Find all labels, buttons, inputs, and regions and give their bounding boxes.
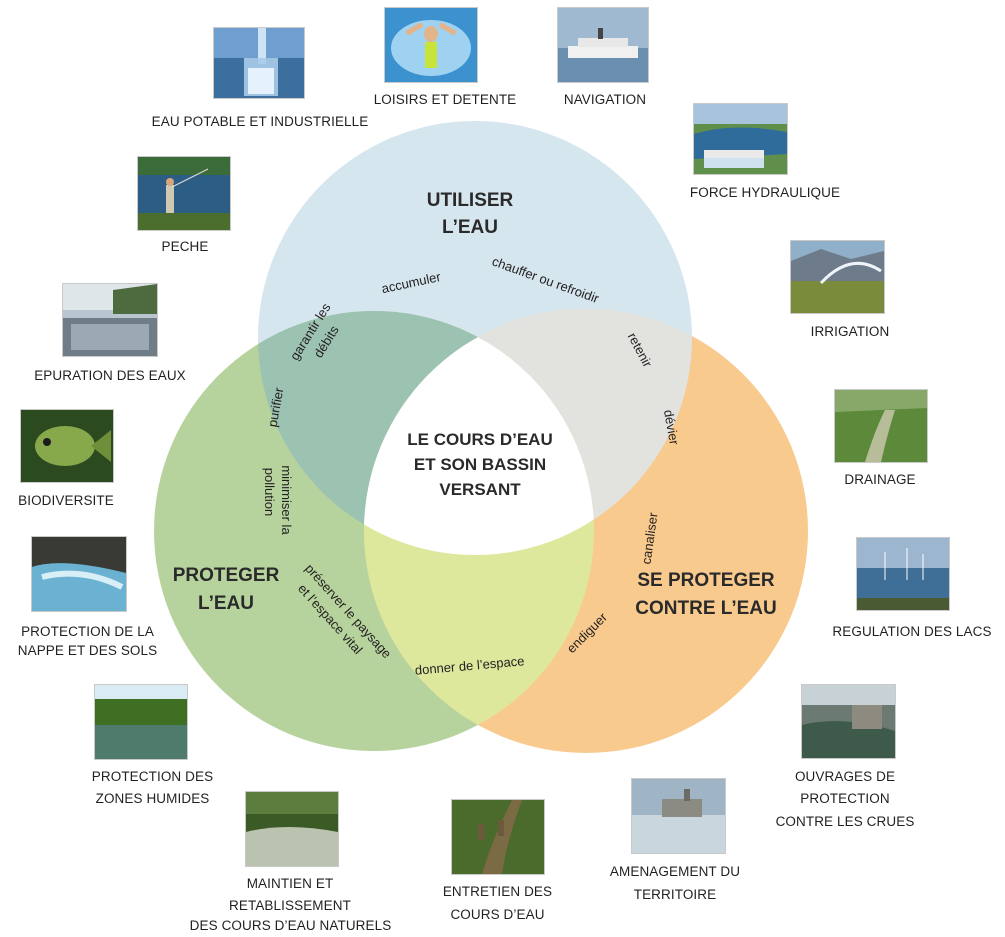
photo-wetland bbox=[94, 684, 188, 760]
photo-drainage bbox=[834, 389, 928, 463]
photo-dam bbox=[693, 103, 788, 175]
photo-territory bbox=[631, 778, 726, 854]
label-drainage: DRAINAGE bbox=[844, 472, 916, 487]
label-zones-2: ZONES HUMIDES bbox=[95, 791, 210, 806]
label-ouvrages-2: PROTECTION bbox=[800, 791, 890, 806]
label-entretien-2: COURS D’EAU bbox=[450, 907, 545, 922]
label-amenagement-2: TERRITOIRE bbox=[633, 887, 717, 902]
verb-purifier: purifier bbox=[265, 386, 287, 428]
label-maintien-3: DES COURS D’EAU NATURELS bbox=[189, 918, 392, 933]
verb-devier: dévier bbox=[661, 408, 682, 446]
verb-minimiser-2: pollution bbox=[262, 468, 277, 516]
center-line-2: ET SON BASSIN bbox=[414, 455, 546, 474]
title-se-proteger-2: CONTRE L’EAU bbox=[635, 598, 776, 619]
photo-fishing bbox=[137, 156, 231, 231]
photo-boat bbox=[557, 7, 649, 83]
label-amenagement-1: AMENAGEMENT DU bbox=[609, 864, 741, 879]
label-eau-potable: EAU POTABLE ET INDUSTRIELLE bbox=[151, 114, 369, 129]
title-utiliser-2: L’EAU bbox=[442, 217, 498, 238]
label-navigation: NAVIGATION bbox=[563, 92, 647, 107]
verb-canaliser: canaliser bbox=[638, 511, 660, 565]
title-proteger-1: PROTEGER bbox=[173, 565, 280, 586]
label-ouvrages-3: CONTRE LES CRUES bbox=[775, 814, 915, 829]
label-nappe-2: NAPPE ET DES SOLS bbox=[17, 643, 158, 658]
label-zones-1: PROTECTION DES bbox=[91, 769, 214, 784]
label-peche: PECHE bbox=[161, 239, 209, 254]
label-epuration: EPURATION DES EAUX bbox=[34, 368, 186, 383]
label-maintien-2: RETABLISSEMENT bbox=[229, 898, 351, 913]
label-entretien-1: ENTRETIEN DES bbox=[442, 884, 553, 899]
center-line-1: LE COURS D’EAU bbox=[407, 430, 552, 449]
label-irrigation: IRRIGATION bbox=[810, 324, 890, 339]
photo-swimmer bbox=[384, 7, 478, 83]
photo-irrigation bbox=[790, 240, 885, 314]
verb-minimiser-1: minimiser la bbox=[279, 465, 294, 535]
label-biodiversite: BIODIVERSITE bbox=[18, 493, 114, 508]
label-loisirs: LOISIRS ET DETENTE bbox=[373, 92, 517, 107]
center-line-3: VERSANT bbox=[439, 480, 521, 499]
photo-fish bbox=[20, 409, 114, 483]
label-maintien-1: MAINTIEN ET bbox=[246, 876, 334, 891]
title-utiliser-1: UTILISER bbox=[427, 190, 514, 211]
photo-lake bbox=[856, 537, 950, 611]
photo-groundwater bbox=[31, 536, 127, 612]
title-se-proteger-1: SE PROTEGER bbox=[637, 570, 775, 591]
photo-maintenance bbox=[451, 799, 545, 875]
label-regulation: REGULATION DES LACS bbox=[832, 624, 992, 639]
label-ouvrages-1: OUVRAGES DE bbox=[794, 769, 896, 784]
photo-treatment-plant bbox=[62, 283, 158, 357]
photo-natural-stream bbox=[245, 791, 339, 867]
title-proteger-2: L’EAU bbox=[198, 593, 254, 614]
label-force: FORCE HYDRAULIQUE bbox=[689, 185, 841, 200]
photo-flood-protection bbox=[801, 684, 896, 759]
photo-tap-water bbox=[213, 27, 305, 99]
label-nappe-1: PROTECTION DE LA bbox=[21, 624, 154, 639]
